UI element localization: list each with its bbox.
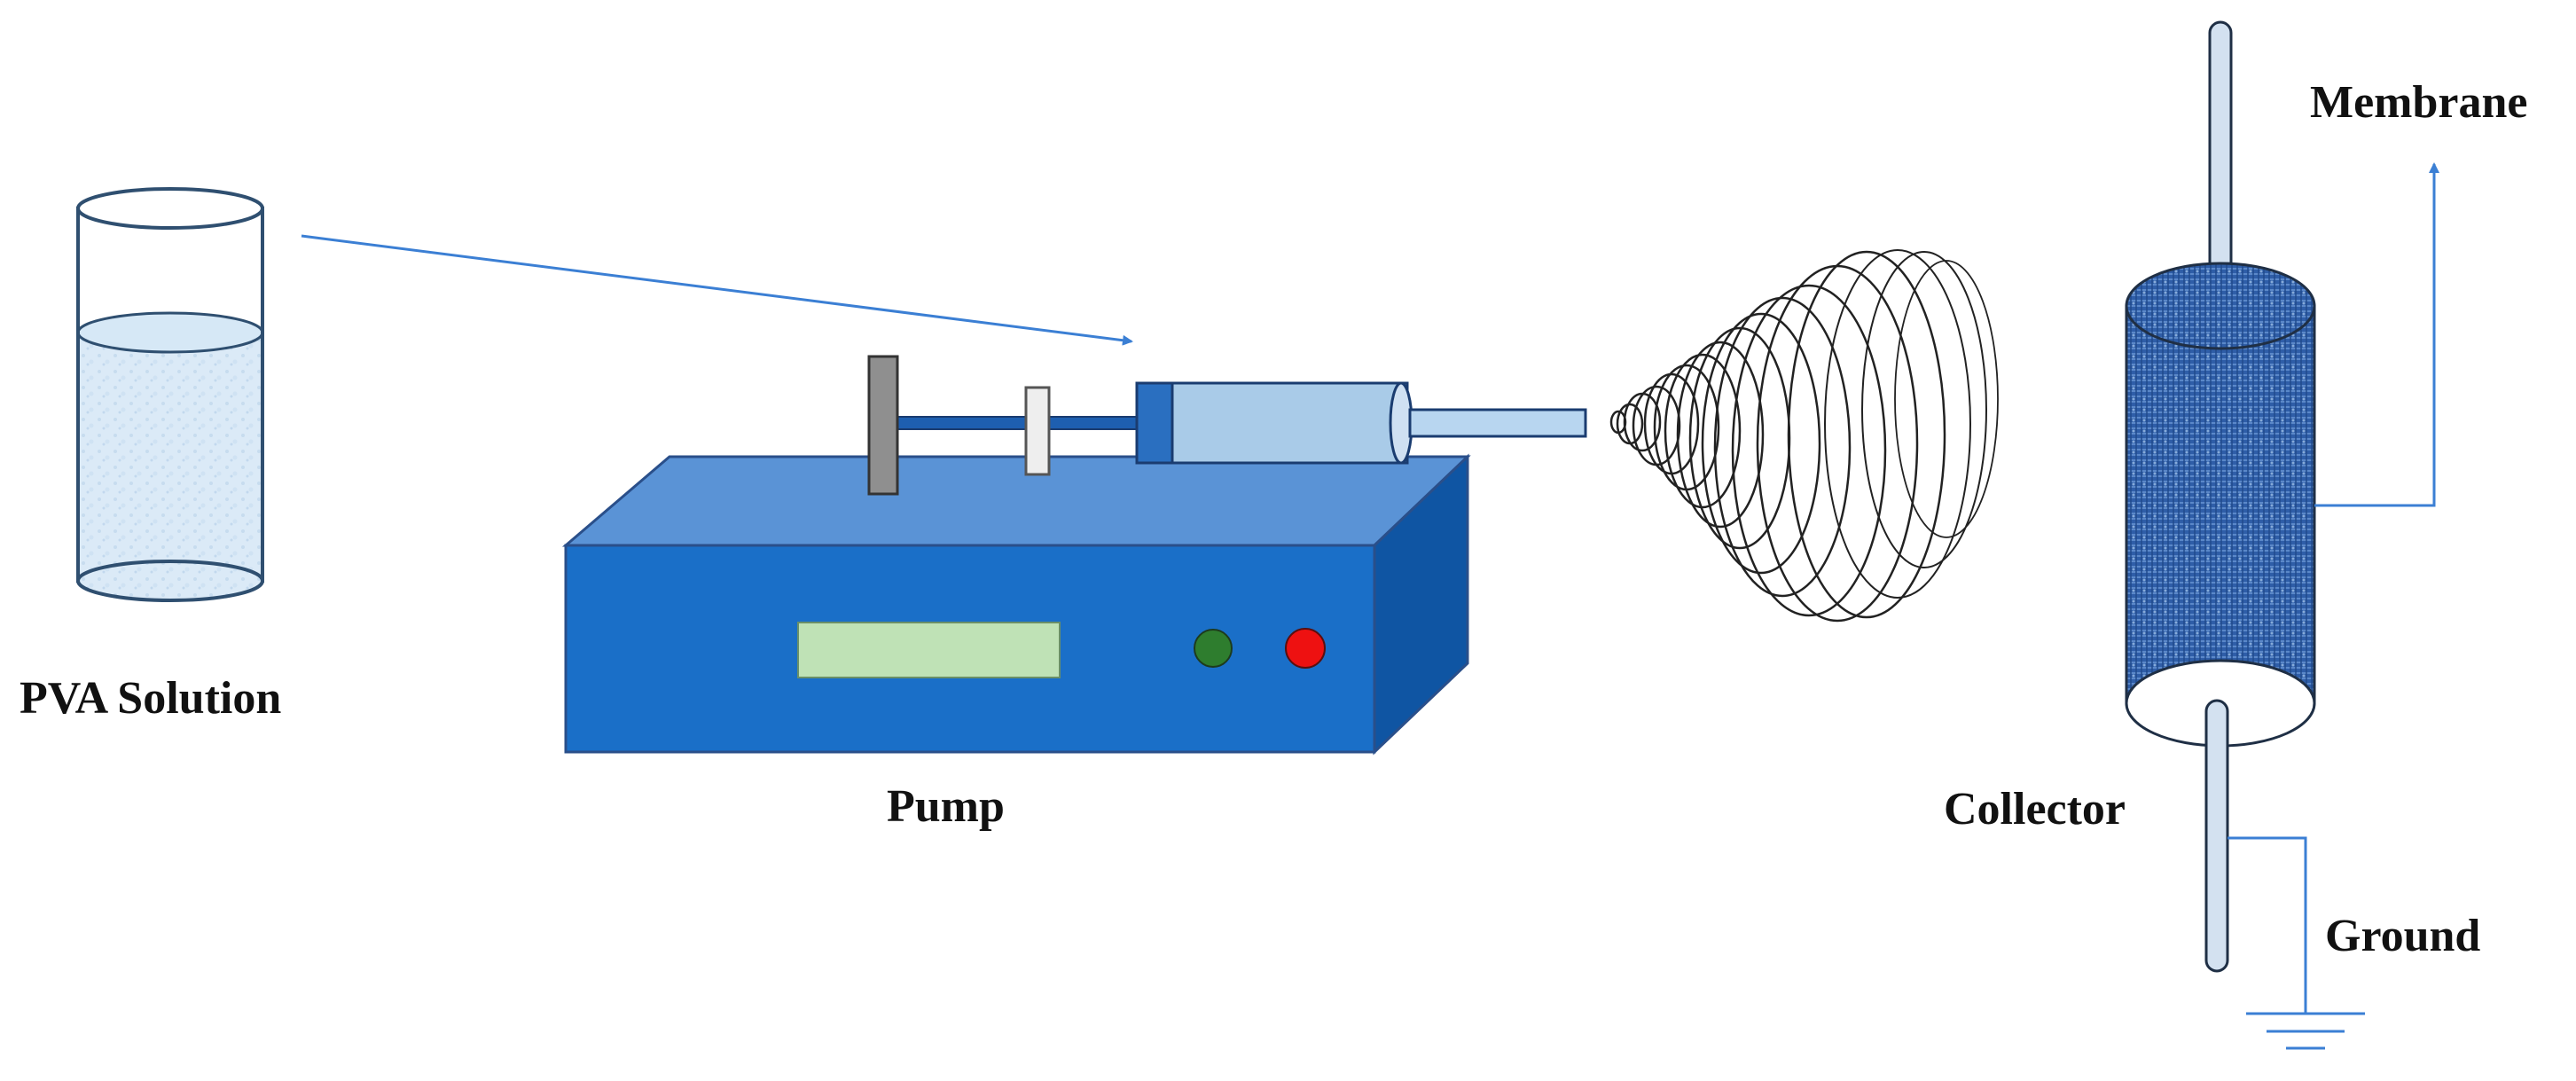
feed-arrow (301, 234, 1133, 346)
plunger-rod (886, 416, 1145, 430)
collector-label: Collector (1944, 784, 2126, 834)
collector-top-rod (2208, 20, 2233, 290)
syringe-barrel (1135, 381, 1409, 465)
liquid-surface (76, 311, 264, 354)
pva-beaker (76, 187, 264, 602)
ground-label: Ground (2325, 911, 2481, 961)
fiber-jet (1609, 249, 1999, 623)
syringe-end (1135, 381, 1174, 465)
beaker-bottom (76, 560, 264, 602)
membrane-label: Membrane (2310, 77, 2528, 128)
syringe-clip (1024, 386, 1051, 476)
pump (561, 453, 1471, 756)
syringe (867, 355, 1587, 496)
red-button (1285, 628, 1326, 669)
ground-symbol (2228, 836, 2365, 1050)
syringe-needle (1408, 408, 1587, 438)
collector (2125, 20, 2316, 973)
collector-mesh (2125, 304, 2316, 705)
plunger-head (867, 355, 899, 496)
green-button (1194, 629, 1233, 668)
pump-display (797, 622, 1061, 678)
beaker-rim (76, 187, 264, 230)
pva-liquid (78, 333, 262, 581)
pump-top (561, 455, 1471, 547)
pump-front (564, 544, 1376, 754)
membrane-arrow (2314, 162, 2439, 507)
pva-solution-label: PVA Solution (20, 673, 282, 724)
collector-bottom-rod (2204, 699, 2229, 973)
pump-label: Pump (887, 781, 1005, 832)
